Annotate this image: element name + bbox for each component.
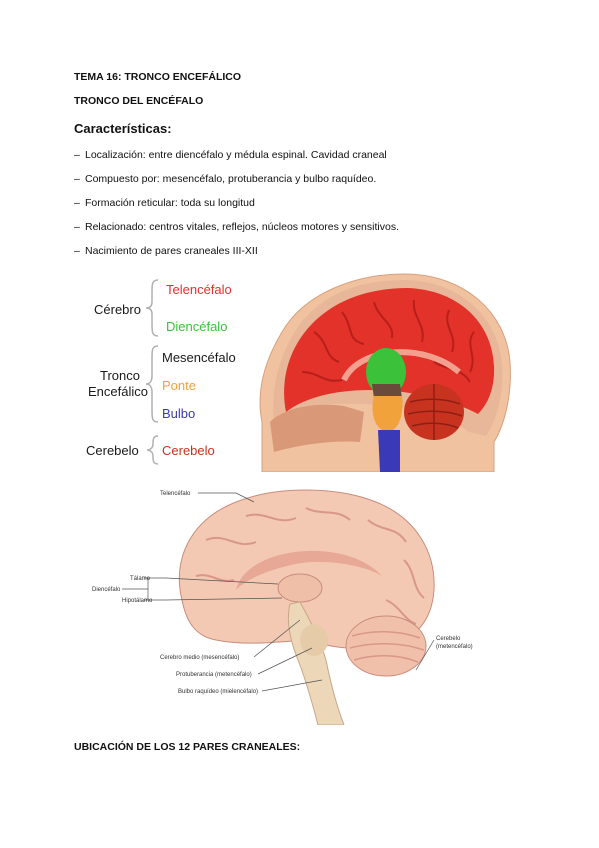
ponte-region (372, 396, 403, 432)
part-label-mesencefalo: Mesencéfalo (162, 350, 236, 365)
label-hipotalamo: Hipotálamo (122, 598, 153, 604)
group-label-tronco: Tronco (100, 368, 140, 383)
bulbo-region (378, 430, 400, 472)
label-talamo: Tálamo (130, 576, 151, 582)
label-cerebelo-sub: (metencéfalo) (436, 644, 473, 650)
part-label-diencefalo: Diencéfalo (166, 319, 227, 334)
fold-lines (195, 507, 425, 625)
label-telencefalo: Telencéfalo (160, 491, 191, 497)
label-cerebelo: Cerebelo (436, 636, 461, 642)
bullet-marker: – (74, 245, 80, 257)
group-label-cerebelo: Cerebelo (86, 443, 139, 458)
document-subtitle: TRONCO DEL ENCÉFALO (74, 95, 204, 107)
brain-anatomy-figure: Telencéfalo Tálamo Diencéfalo Hipotálamo… (92, 489, 473, 725)
talamo-shape (277, 573, 323, 603)
cerebelo-shape (345, 615, 427, 677)
bullet-marker: – (74, 173, 80, 185)
group-label-encefalico: Encefálico (88, 384, 148, 399)
cerebro-brace (145, 279, 159, 337)
part-label-bulbo: Bulbo (162, 406, 195, 421)
bullet-text: Localización: entre diencéfalo y médula … (85, 149, 387, 161)
list-item: –Localización: entre diencéfalo y médula… (74, 148, 399, 172)
bullet-marker: – (74, 221, 80, 233)
part-label-telencefalo: Telencéfalo (166, 282, 232, 297)
brain-regions-figure: Cérebro Tronco Encefálico Cerebelo Telen… (86, 273, 511, 472)
label-cerebro-medio: Cerebro medio (mesencéfalo) (160, 655, 239, 661)
label-diencefalo: Diencéfalo (92, 587, 121, 593)
cerebelo-folia (407, 384, 463, 440)
mesencefalo-region (372, 384, 402, 398)
bullet-marker: – (74, 149, 80, 161)
group-label-cerebro: Cérebro (94, 302, 141, 317)
tronco-brace (145, 345, 159, 423)
bullet-marker: – (74, 197, 80, 209)
label-protuberancia: Protuberancia (metencéfalo) (176, 672, 252, 678)
part-label-ponte: Ponte (162, 378, 196, 393)
nasal-cavity (270, 404, 364, 452)
bullet-text: Compuesto por: mesencéfalo, protuberanci… (85, 173, 377, 185)
protuberancia-shape (300, 624, 328, 656)
list-item: –Formación reticular: toda su longitud (74, 196, 399, 220)
document-title: TEMA 16: TRONCO ENCEFÁLICO (74, 71, 242, 83)
characteristics-list: –Localización: entre diencéfalo y médula… (74, 148, 399, 268)
list-item: –Relacionado: centros vitales, reflejos,… (74, 220, 399, 244)
section-heading: Características: (74, 121, 172, 136)
label-bulbo: Bulbo raquídeo (mielencéfalo) (178, 689, 258, 695)
corpus-callosum-shape (236, 550, 382, 590)
cerebrum-shape (178, 489, 435, 649)
bullet-text: Nacimiento de pares craneales III-XII (85, 245, 258, 257)
list-item: –Compuesto por: mesencéfalo, protuberanc… (74, 172, 399, 196)
bullet-text: Relacionado: centros vitales, reflejos, … (85, 221, 399, 233)
bullet-text: Formación reticular: toda su longitud (85, 197, 255, 209)
cerebelo-brace (146, 435, 159, 465)
list-item: –Nacimiento de pares craneales III-XII (74, 244, 399, 268)
cranial-nerves-heading: UBICACIÓN DE LOS 12 PARES CRANEALES: (74, 741, 301, 753)
part-label-cerebelo: Cerebelo (162, 443, 215, 458)
